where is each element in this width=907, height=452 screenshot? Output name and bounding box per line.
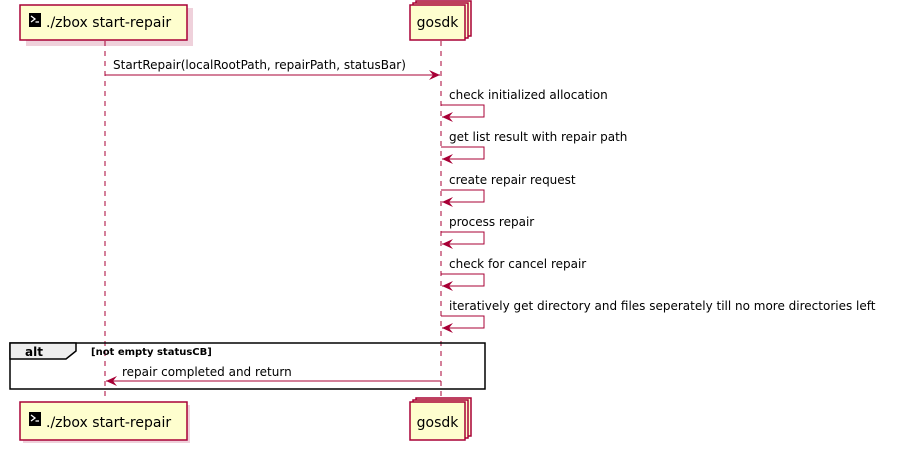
self-message-list-result: get list result with repair path	[441, 130, 627, 164]
message-label: get list result with repair path	[449, 130, 627, 144]
message-repair-completed: repair completed and return	[106, 365, 441, 386]
terminal-icon	[29, 13, 41, 27]
terminal-icon	[29, 412, 41, 426]
participant-zbox-label: ./zbox start-repair	[46, 15, 171, 31]
participant-gosdk-label: gosdk	[417, 15, 460, 31]
self-message-process-repair: process repair	[441, 215, 534, 249]
message-label: check initialized allocation	[449, 88, 608, 102]
participant-zbox-label: ./zbox start-repair	[46, 415, 171, 431]
message-label: create repair request	[449, 173, 576, 187]
participant-gosdk-top: gosdk	[409, 0, 472, 41]
message-label: process repair	[449, 215, 534, 229]
alt-condition: [not empty statusCB]	[91, 347, 212, 358]
participant-gosdk-label: gosdk	[417, 415, 460, 431]
message-label: StartRepair(localRootPath, repairPath, s…	[113, 58, 406, 72]
self-message-iterate-directories: iteratively get directory and files sepe…	[441, 299, 876, 333]
message-label: repair completed and return	[122, 365, 292, 379]
participant-zbox-bottom: ./zbox start-repair	[19, 401, 190, 443]
message-label: iteratively get directory and files sepe…	[449, 299, 876, 313]
message-label: check for cancel repair	[449, 257, 586, 271]
message-start-repair: StartRepair(localRootPath, repairPath, s…	[105, 58, 440, 80]
participant-zbox-top: ./zbox start-repair	[19, 4, 193, 46]
participant-gosdk-bottom: gosdk	[409, 397, 472, 441]
self-message-check-allocation: check initialized allocation	[441, 88, 608, 122]
self-message-check-cancel: check for cancel repair	[441, 257, 586, 291]
self-message-create-request: create repair request	[441, 173, 576, 207]
alt-keyword: alt	[25, 345, 43, 359]
alt-fragment: alt [not empty statusCB] repair complete…	[9, 342, 486, 390]
